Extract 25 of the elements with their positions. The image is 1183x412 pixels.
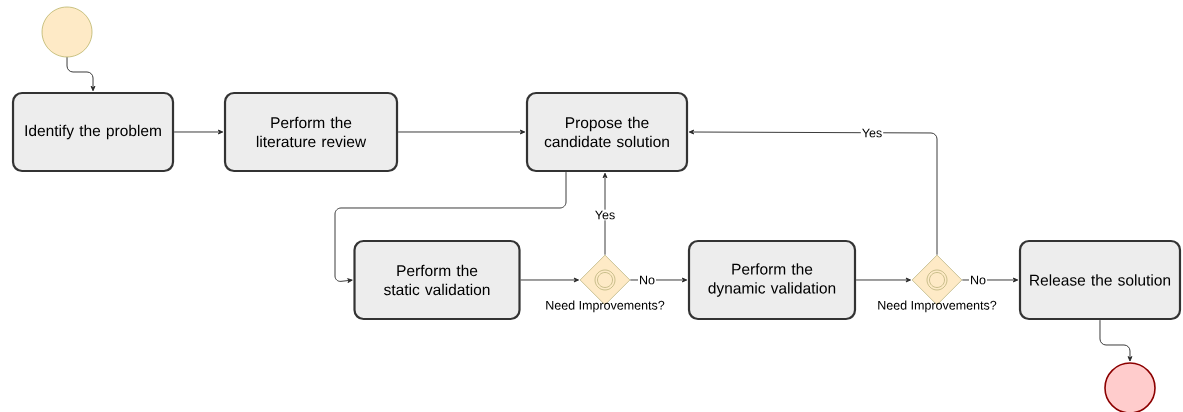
- process-box: Identify the problem: [11, 91, 175, 173]
- arrow: [688, 129, 938, 256]
- process-box: Release the solution: [1018, 239, 1182, 321]
- arrow: [334, 171, 567, 283]
- arrow: [961, 277, 1019, 283]
- arrow: [397, 129, 526, 135]
- start-event-circle: [41, 6, 93, 58]
- end-event-circle: [1104, 362, 1156, 412]
- process-box: Perform the dynamic validation: [687, 239, 857, 321]
- process-box: Perform the static validation: [353, 239, 521, 321]
- process-box: Propose the candidate solution: [525, 91, 689, 173]
- process-box: Perform the literature review: [223, 91, 399, 173]
- gateway-label: Need Improvements?: [546, 300, 665, 313]
- arrow: [173, 129, 224, 135]
- arrow: [66, 56, 96, 92]
- gateway-label: Need Improvements?: [878, 300, 997, 313]
- arrow: [602, 172, 608, 256]
- edge-label: No: [638, 274, 656, 286]
- edge-label: No: [969, 274, 987, 286]
- edge-label: Yes: [860, 127, 884, 139]
- arrow: [855, 277, 911, 283]
- arrow: [520, 277, 579, 283]
- arrow: [1099, 319, 1133, 362]
- arrow: [629, 277, 688, 283]
- edge-label: Yes: [593, 209, 617, 221]
